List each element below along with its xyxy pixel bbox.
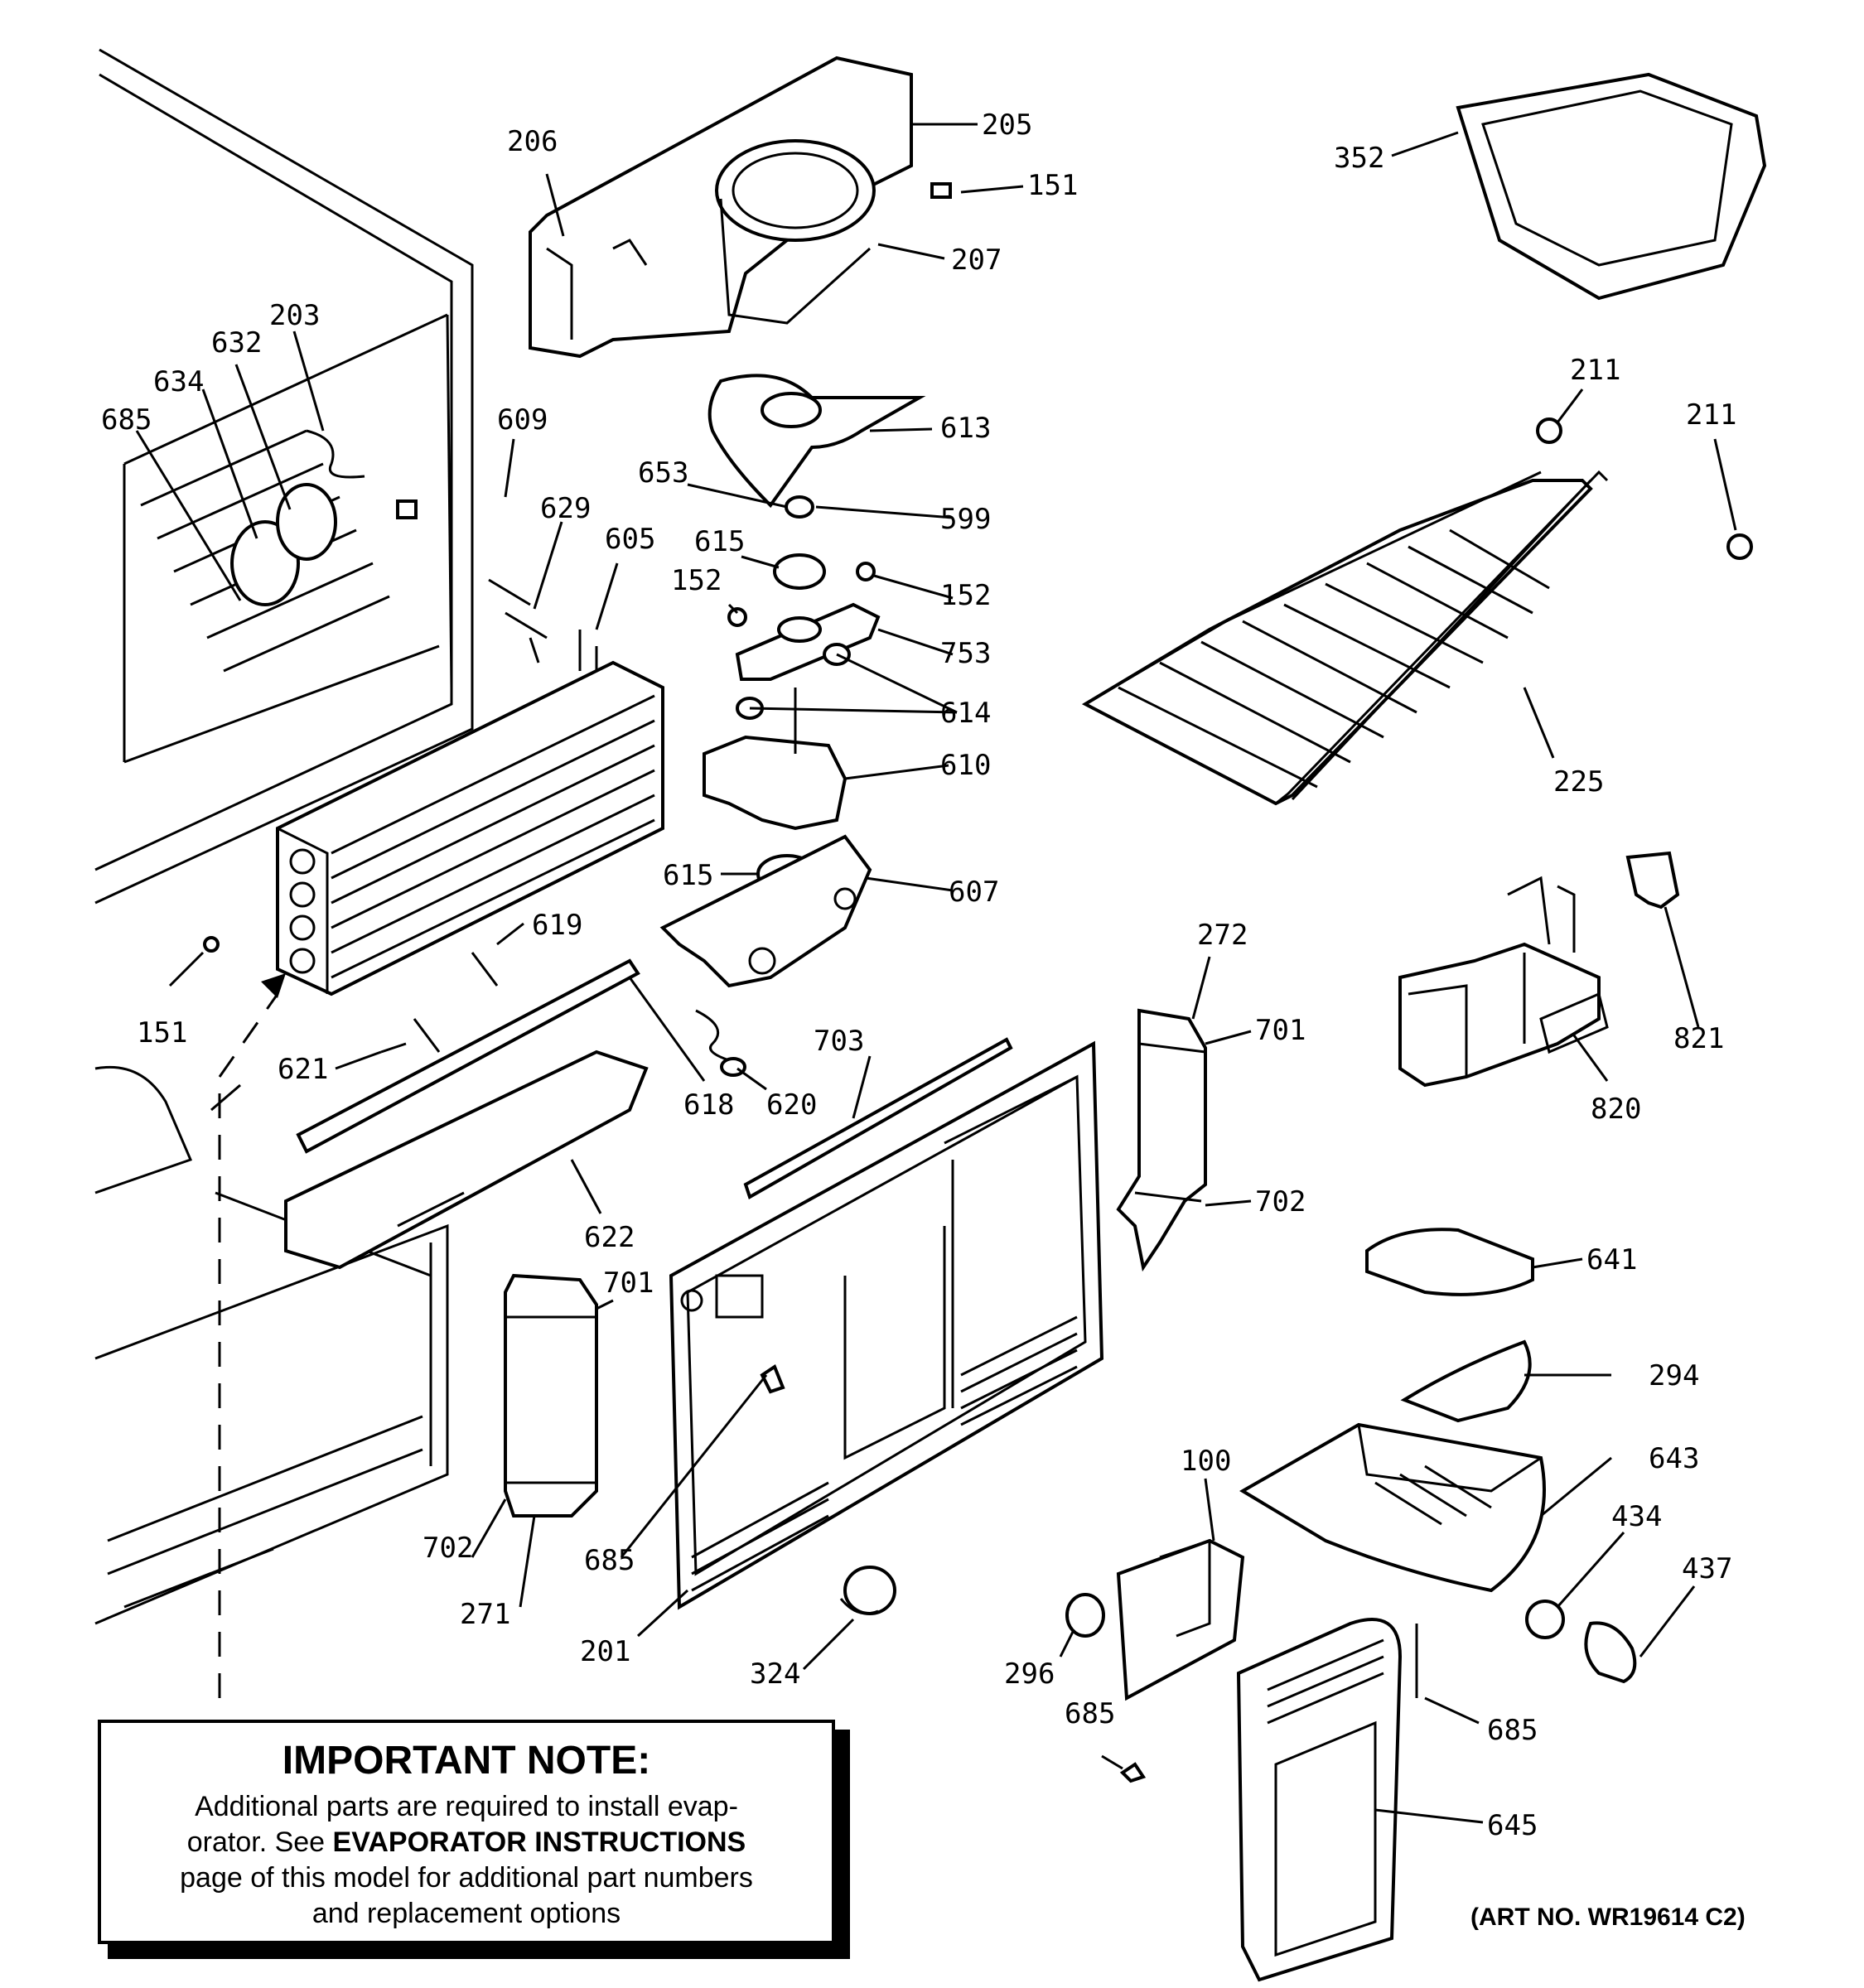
label-820: 820 <box>1591 1093 1641 1126</box>
label-614: 614 <box>940 697 991 730</box>
label-203: 203 <box>269 299 320 332</box>
label-634: 634 <box>153 365 204 398</box>
label-821: 821 <box>1673 1022 1724 1055</box>
label-225: 225 <box>1553 765 1604 799</box>
label-434: 434 <box>1611 1500 1662 1533</box>
rear-panel-drawing <box>669 1037 1104 1610</box>
label-437: 437 <box>1682 1552 1732 1585</box>
label-599: 599 <box>940 503 991 536</box>
important-note-box: IMPORTANT NOTE: Additional parts are req… <box>98 1720 835 1944</box>
label-151-top: 151 <box>1027 169 1078 202</box>
label-151-left: 151 <box>137 1016 187 1049</box>
label-610: 610 <box>940 749 991 782</box>
label-296: 296 <box>1004 1657 1055 1691</box>
label-629: 629 <box>540 492 591 525</box>
label-607: 607 <box>949 876 999 909</box>
label-615-bottom: 615 <box>663 859 713 892</box>
part-labels: 205 206 151 207 352 203 632 634 685 609 … <box>101 109 1736 1842</box>
label-701-right: 701 <box>1255 1014 1306 1047</box>
label-605: 605 <box>605 523 655 556</box>
label-201: 201 <box>580 1635 630 1668</box>
dispenser-parts-drawing <box>839 1228 1637 1982</box>
note-line-2-text: orator. See <box>186 1826 333 1858</box>
label-643: 643 <box>1649 1442 1699 1475</box>
label-100: 100 <box>1181 1445 1231 1478</box>
label-632: 632 <box>211 326 262 359</box>
label-206: 206 <box>507 125 558 158</box>
label-615-top: 615 <box>694 525 745 558</box>
label-685-screw: 685 <box>1487 1714 1538 1747</box>
label-620: 620 <box>766 1088 817 1122</box>
label-609: 609 <box>497 403 548 437</box>
label-324: 324 <box>750 1657 800 1691</box>
label-702-right: 702 <box>1255 1185 1306 1218</box>
label-152-left: 152 <box>671 564 722 597</box>
label-613: 613 <box>940 412 991 445</box>
note-title: IMPORTANT NOTE: <box>282 1739 651 1783</box>
icemaker-drawing <box>1398 851 1680 1088</box>
label-753: 753 <box>940 637 991 670</box>
label-618: 618 <box>683 1088 734 1122</box>
label-271: 271 <box>460 1598 510 1631</box>
duct-drawing <box>504 1008 1207 1518</box>
note-line-2-bold: EVAPORATOR INSTRUCTIONS <box>332 1826 746 1858</box>
label-294: 294 <box>1649 1359 1699 1392</box>
label-211-right: 211 <box>1686 398 1736 432</box>
label-703: 703 <box>814 1025 864 1058</box>
label-702-left: 702 <box>423 1532 473 1565</box>
label-685-cabinet: 685 <box>101 403 152 437</box>
label-207: 207 <box>951 244 1002 277</box>
label-152-right: 152 <box>940 579 991 612</box>
fan-housing-drawing <box>529 55 952 359</box>
note-body: Additional parts are required to install… <box>101 1789 832 1932</box>
evaporator-drawing <box>218 578 746 1698</box>
label-619: 619 <box>532 909 582 942</box>
label-621: 621 <box>278 1053 328 1086</box>
note-line-1: Additional parts are required to install… <box>195 1791 738 1822</box>
ice-bucket-drawing <box>1456 72 1767 301</box>
label-205: 205 <box>982 109 1032 142</box>
label-272: 272 <box>1197 919 1248 952</box>
shelf-drawing <box>1081 417 1753 806</box>
label-685-dispenser: 685 <box>1065 1697 1115 1730</box>
cabinet-drawing <box>94 48 474 1625</box>
label-685-panel: 685 <box>584 1544 635 1577</box>
fan-blade-drawing <box>707 374 926 509</box>
label-653: 653 <box>638 456 688 490</box>
note-line-2: orator. See EVAPORATOR INSTRUCTIONS <box>101 1825 832 1860</box>
label-701-left: 701 <box>603 1267 654 1300</box>
art-number: (ART NO. WR19614 C2) <box>1470 1904 1746 1931</box>
note-line-3: page of this model for additional part n… <box>180 1862 753 1894</box>
label-641: 641 <box>1586 1243 1637 1276</box>
note-line-4: and replacement options <box>311 1898 621 1929</box>
label-622: 622 <box>584 1221 635 1254</box>
motor-assembly-drawing <box>659 495 881 988</box>
label-645: 645 <box>1487 1809 1538 1842</box>
label-211-left: 211 <box>1570 354 1620 387</box>
leader-lines <box>135 123 1737 1824</box>
label-352: 352 <box>1334 142 1384 175</box>
